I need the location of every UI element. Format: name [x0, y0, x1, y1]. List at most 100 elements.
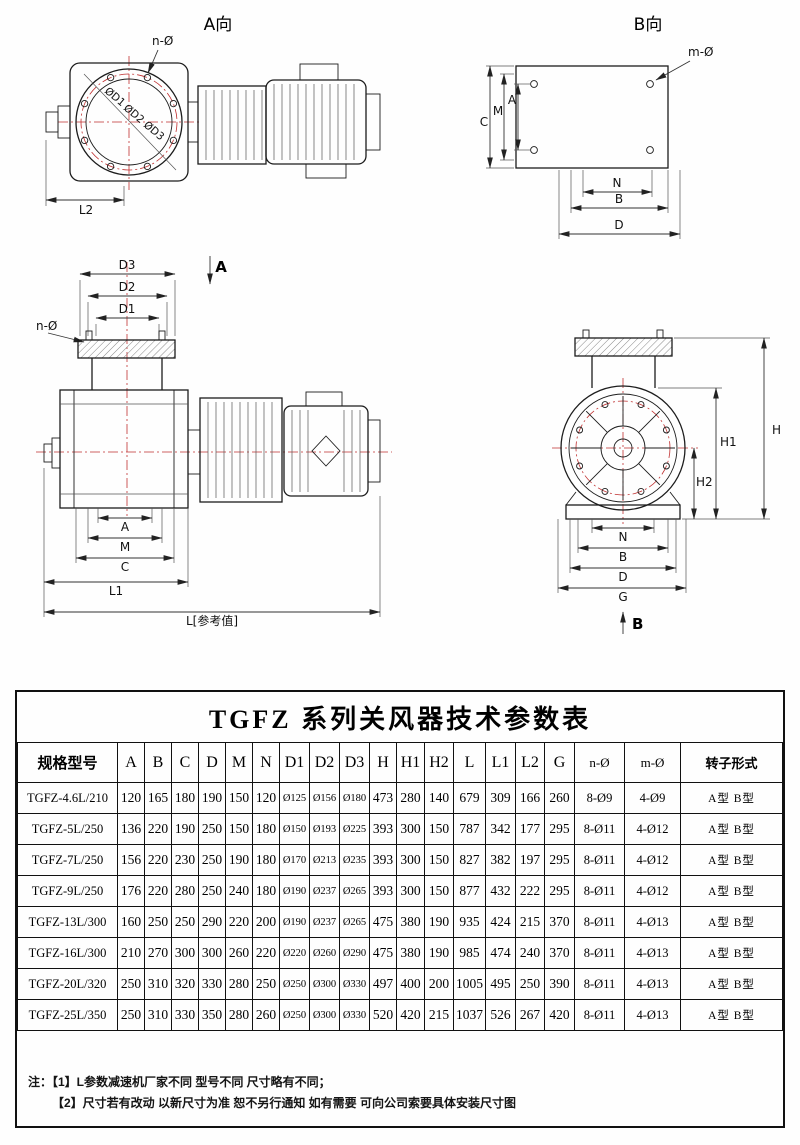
- value-cell: 424: [485, 906, 516, 938]
- value-cell: 475: [369, 937, 397, 969]
- value-cell: A型 B型: [680, 875, 783, 907]
- value-cell: Ø180: [339, 782, 370, 814]
- view-b-a-label: A: [508, 93, 517, 107]
- value-cell: 150: [225, 813, 253, 845]
- value-cell: 497: [369, 968, 397, 1000]
- col-header-9: D3: [339, 742, 370, 783]
- terminal-box: [299, 63, 339, 81]
- motor-foot: [305, 163, 347, 179]
- value-cell: 4-Ø9: [624, 782, 681, 814]
- front-m-label: M: [120, 540, 130, 554]
- value-cell: 393: [369, 844, 397, 876]
- value-cell: Ø193: [309, 813, 340, 845]
- value-cell: 250: [117, 999, 145, 1031]
- value-cell: 295: [544, 813, 575, 845]
- value-cell: 267: [515, 999, 545, 1031]
- value-cell: 400: [396, 968, 425, 1000]
- side-d-label: D: [618, 570, 627, 584]
- value-cell: 270: [144, 937, 172, 969]
- value-cell: 250: [171, 906, 199, 938]
- motor-terminal-box: [305, 391, 343, 407]
- note-line-1: 注：【1】L参数减速机厂家不同 型号不同 尺寸略有不同；: [28, 1075, 331, 1089]
- value-cell: 342: [485, 813, 516, 845]
- motor-fan-cap: [365, 93, 381, 151]
- value-cell: 166: [515, 782, 545, 814]
- value-cell: 827: [453, 844, 486, 876]
- value-cell: 220: [144, 844, 172, 876]
- side-g-label: G: [618, 590, 627, 604]
- note-line-2: 【2】尺寸若有改动 以新尺寸为准 恕不另行通知 如有需要 可向公司索要具体安装尺…: [52, 1096, 517, 1110]
- col-header-1: A: [117, 742, 145, 783]
- value-cell: 8-Ø11: [574, 937, 625, 969]
- value-cell: 210: [117, 937, 145, 969]
- value-cell: 1037: [453, 999, 486, 1031]
- value-cell: Ø250: [279, 999, 310, 1031]
- value-cell: 300: [396, 875, 425, 907]
- model-cell: TGFZ-7L/250: [17, 844, 118, 876]
- flange-plate: [515, 65, 669, 169]
- value-cell: Ø213: [309, 844, 340, 876]
- model-cell: TGFZ-13L/300: [17, 906, 118, 938]
- col-header-17: n-Ø: [574, 742, 625, 783]
- value-cell: 250: [144, 906, 172, 938]
- view-b-b-label: B: [615, 192, 623, 206]
- value-cell: 370: [544, 937, 575, 969]
- col-header-8: D2: [309, 742, 340, 783]
- value-cell: Ø237: [309, 875, 340, 907]
- motor: [265, 79, 367, 165]
- model-cell: TGFZ-4.6L/210: [17, 782, 118, 814]
- value-cell: 520: [369, 999, 397, 1031]
- value-cell: Ø190: [279, 906, 310, 938]
- rotor-housing-circle: [560, 385, 686, 511]
- value-cell: Ø190: [279, 875, 310, 907]
- value-cell: 432: [485, 875, 516, 907]
- flange-outer-circle: [75, 68, 183, 176]
- value-cell: 935: [453, 906, 486, 938]
- model-cell: TGFZ-20L/320: [17, 968, 118, 1000]
- value-cell: Ø265: [339, 906, 370, 938]
- shaft-end: [45, 111, 59, 133]
- value-cell: A型 B型: [680, 937, 783, 969]
- value-cell: Ø300: [309, 968, 340, 1000]
- side-h-label: H: [772, 423, 781, 437]
- value-cell: 250: [252, 968, 280, 1000]
- value-cell: A型 B型: [680, 813, 783, 845]
- value-cell: 240: [225, 875, 253, 907]
- value-cell: 140: [424, 782, 454, 814]
- side-h2-label: H2: [696, 475, 713, 489]
- value-cell: 393: [369, 813, 397, 845]
- col-header-18: m-Ø: [624, 742, 681, 783]
- value-cell: 300: [171, 937, 199, 969]
- value-cell: 300: [198, 937, 226, 969]
- value-cell: Ø237: [309, 906, 340, 938]
- value-cell: 290: [198, 906, 226, 938]
- col-header-13: L: [453, 742, 486, 783]
- col-header-7: D1: [279, 742, 310, 783]
- value-cell: 222: [515, 875, 545, 907]
- value-cell: 150: [424, 875, 454, 907]
- value-cell: A型 B型: [680, 999, 783, 1031]
- value-cell: Ø125: [279, 782, 310, 814]
- value-cell: Ø300: [309, 999, 340, 1031]
- value-cell: 8-Ø11: [574, 813, 625, 845]
- value-cell: 280: [225, 999, 253, 1031]
- view-a-d1-label: ØD1: [102, 85, 127, 109]
- value-cell: 150: [424, 844, 454, 876]
- view-b-m-hole-label: m-Ø: [688, 45, 713, 59]
- col-header-15: L2: [515, 742, 545, 783]
- value-cell: 280: [225, 968, 253, 1000]
- value-cell: 190: [424, 906, 454, 938]
- value-cell: 8-Ø11: [574, 875, 625, 907]
- value-cell: 877: [453, 875, 486, 907]
- value-cell: 260: [225, 937, 253, 969]
- value-cell: 220: [252, 937, 280, 969]
- value-cell: 215: [424, 999, 454, 1031]
- value-cell: 300: [396, 844, 425, 876]
- value-cell: 190: [198, 782, 226, 814]
